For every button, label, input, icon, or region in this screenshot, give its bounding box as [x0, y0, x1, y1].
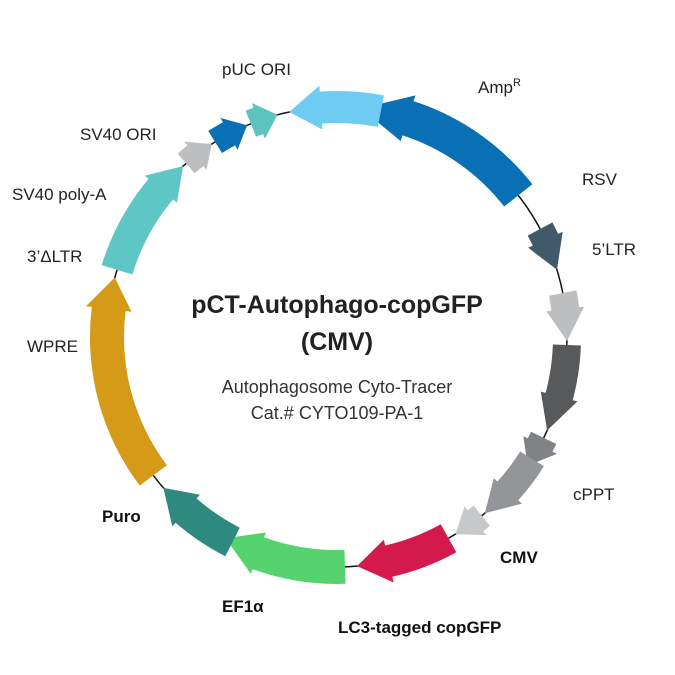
- plasmid-description: Autophagosome Cyto-Tracer: [222, 377, 452, 397]
- feature-arrow-puro: [85, 277, 167, 486]
- feature-arrow-lc3: [225, 532, 346, 584]
- feature-arrow-dark: [540, 344, 581, 431]
- feature-arrow-rsv: [527, 222, 563, 270]
- label-cmv: CMV: [500, 548, 538, 567]
- label-3ltr: 3’ΔLTR: [27, 247, 82, 266]
- feature-arrow-amp: [361, 95, 533, 207]
- feature-arrow-ef1a: [163, 487, 240, 557]
- label-rsv: RSV: [582, 170, 618, 189]
- label-wpre: WPRE: [27, 337, 78, 356]
- label-puc-ori: pUC ORI: [222, 60, 291, 79]
- label-amp: AmpR: [478, 77, 521, 97]
- label-ef1a: EF1α: [222, 597, 264, 616]
- label-cppt: cPPT: [573, 485, 615, 504]
- feature-arrow-wpre: [101, 166, 184, 275]
- label-lc3-copgfp: LC3-tagged copGFP: [338, 618, 501, 637]
- label-puro: Puro: [102, 507, 141, 526]
- feature-arrow-gray1: [523, 431, 557, 466]
- feature-labels: AmpR RSV 5’LTR cPPT CMV LC3-tagged copGF…: [12, 60, 636, 637]
- label-sv40-polya: SV40 poly-A: [12, 185, 107, 204]
- feature-arrow-sv40pa: [208, 118, 248, 153]
- feature-arrows: [85, 85, 585, 584]
- feature-arrow-puc: [289, 85, 384, 130]
- feature-arrow-ltr3: [177, 141, 212, 174]
- feature-arrow-gray2: [484, 451, 544, 514]
- feature-arrow-sv40ori: [245, 103, 278, 139]
- catalog-number: Cat.# CYTO109-PA-1: [251, 403, 423, 423]
- label-sv40-ori: SV40 ORI: [80, 125, 157, 144]
- plasmid-name: pCT-Autophago-copGFP: [191, 291, 483, 319]
- feature-arrow-cppt: [455, 505, 490, 536]
- feature-arrow-ltr5: [546, 290, 585, 341]
- feature-arrow-cmv: [357, 524, 457, 583]
- plasmid-name-line2: (CMV): [301, 328, 373, 356]
- label-5ltr: 5’LTR: [592, 240, 636, 259]
- center-labels: pCT-Autophago-copGFP (CMV) Autophagosome…: [191, 291, 483, 423]
